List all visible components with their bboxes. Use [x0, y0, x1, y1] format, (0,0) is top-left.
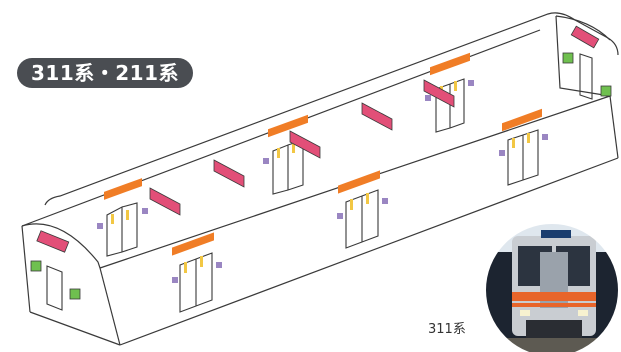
door-group-near-1: [172, 232, 222, 313]
end-panel-green: [600, 85, 612, 97]
door-group-far-3: [425, 52, 474, 133]
ceiling-panel: [289, 130, 321, 159]
end-door: [46, 265, 63, 311]
end-panel-green: [562, 52, 574, 64]
door-group-near-3: [499, 108, 548, 186]
ceiling-panel: [213, 159, 245, 188]
end-panel-pink: [570, 25, 600, 49]
ceiling-panel: [149, 187, 181, 216]
end-panel-green: [69, 288, 81, 300]
end-panel-green: [30, 260, 42, 272]
ceiling-panels: [149, 79, 455, 216]
end-door: [579, 53, 593, 100]
end-panel-pink: [36, 230, 70, 253]
photo-caption: 311系: [428, 322, 466, 337]
door-group-far-1: [97, 178, 148, 257]
right-end-wall: [562, 25, 612, 100]
left-end-wall: [30, 230, 81, 311]
door-group-near-2: [337, 170, 388, 249]
series-label-badge: 311系・211系: [17, 58, 193, 88]
ceiling-panel: [423, 79, 455, 108]
ceiling-panel: [361, 102, 393, 131]
door-group-far-2: [263, 114, 313, 195]
